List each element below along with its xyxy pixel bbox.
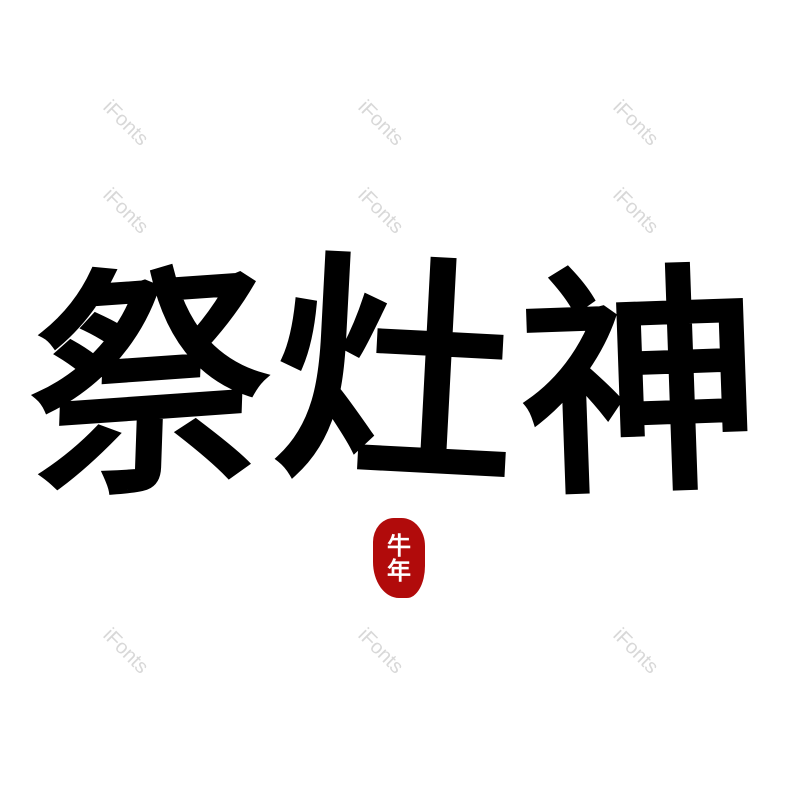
calligraphy-title: 祭 灶 神	[25, 228, 765, 535]
watermark: iFonts	[98, 96, 153, 151]
seal-char-nian: 年	[387, 556, 411, 585]
red-seal-stamp: 牛 年	[373, 518, 425, 598]
watermark: iFonts	[608, 184, 663, 239]
watermark: iFonts	[353, 184, 408, 239]
seal-char-niu: 牛	[387, 530, 411, 560]
watermark: iFonts	[608, 96, 663, 151]
watermark: iFonts	[608, 624, 663, 679]
watermark: iFonts	[98, 624, 153, 679]
title-char-shen: 神	[515, 239, 765, 531]
title-char-ji: 祭	[25, 234, 275, 536]
title-char-zao: 灶	[268, 227, 523, 523]
watermark: iFonts	[98, 184, 153, 239]
watermark: iFonts	[353, 624, 408, 679]
watermark: iFonts	[353, 96, 408, 151]
